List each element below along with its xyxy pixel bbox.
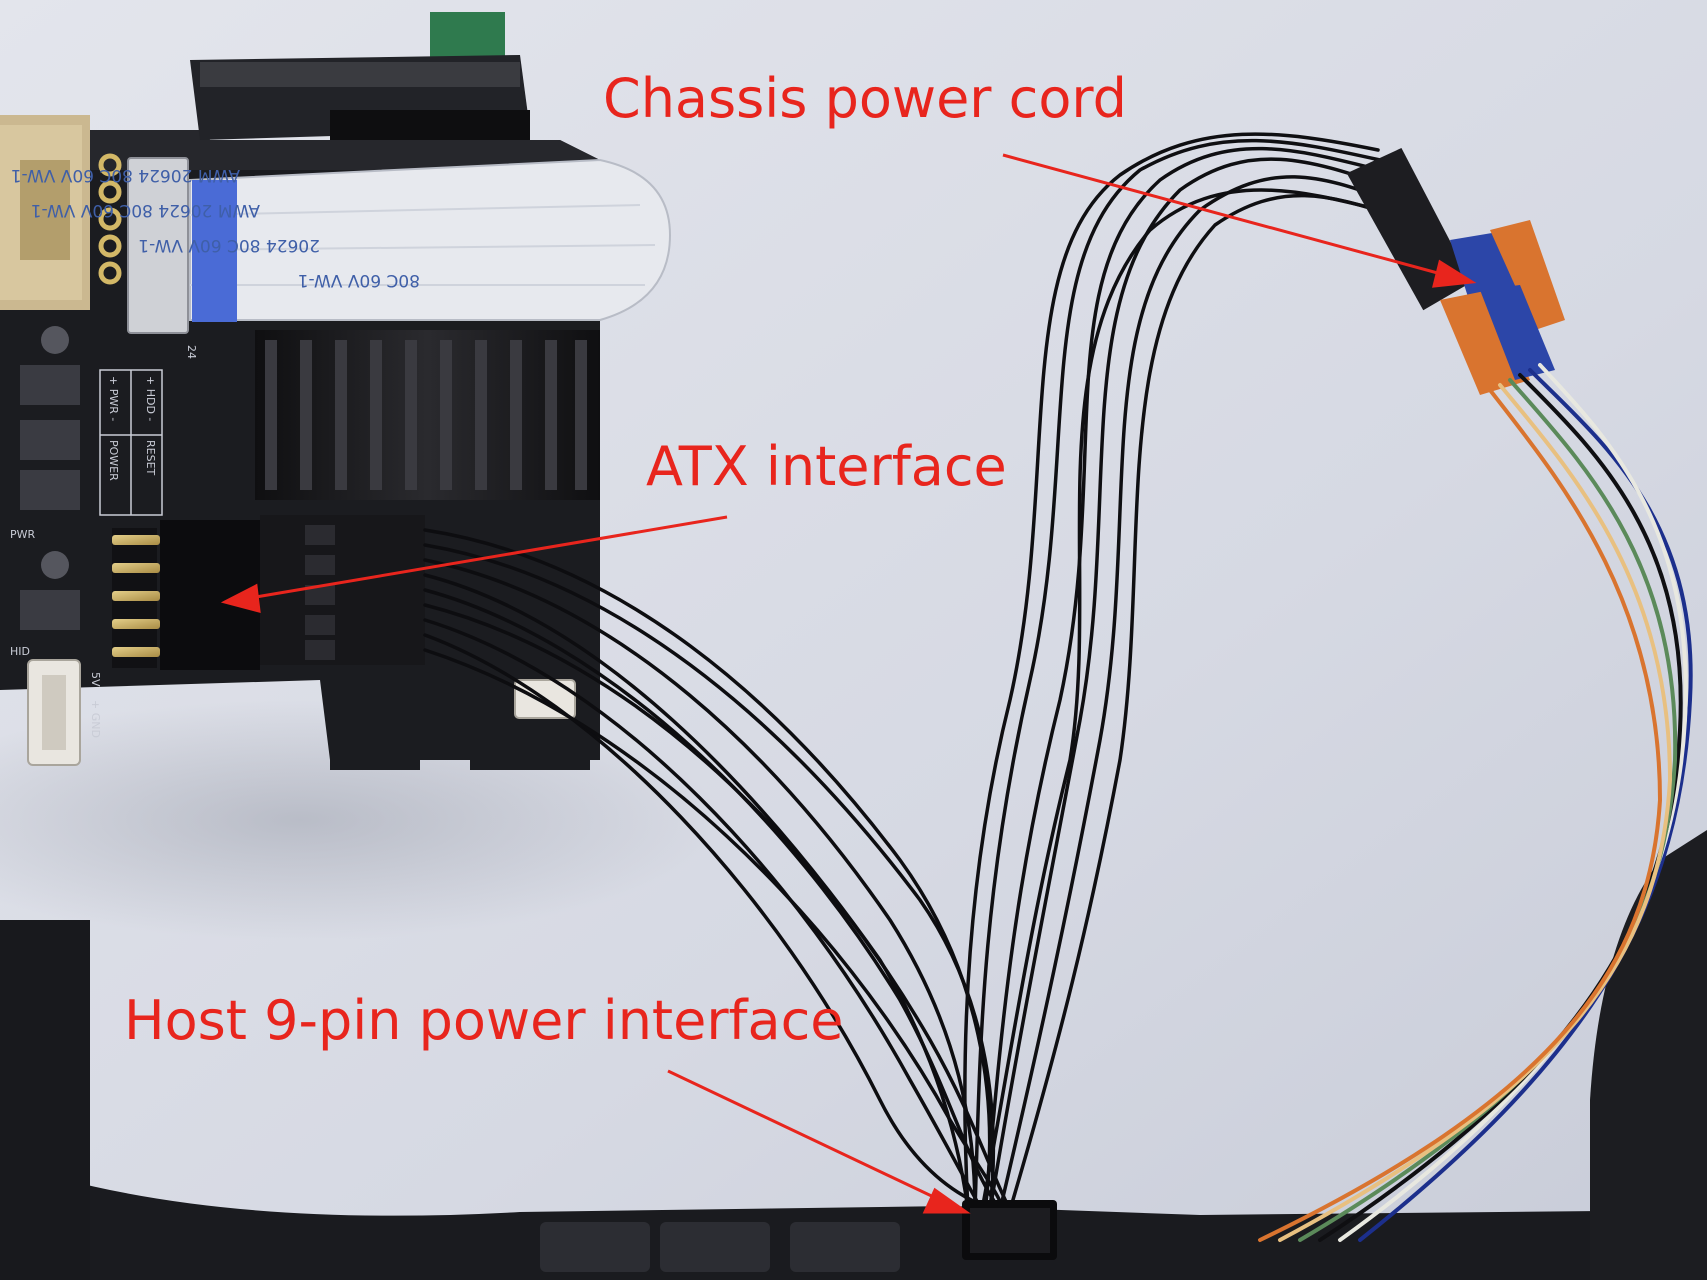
annotation-arrows — [220, 153, 1477, 1214]
silk-reset: RESET — [144, 440, 157, 476]
gold-pin-holes — [98, 153, 122, 285]
smd-components — [20, 326, 80, 630]
arrowhead-chassis — [1432, 259, 1477, 288]
annotation-chassis-power-cord: Chassis power cord — [603, 67, 1127, 130]
annotation-host-9pin-power-interface: Host 9-pin power interface — [124, 989, 844, 1052]
ribbon-text-2: AWM 20624 80C 60V VW-1 — [31, 200, 260, 220]
ribbon-text-4: 80C 60V VW-1 — [298, 270, 420, 290]
silk-hdd: + HDD - — [144, 376, 157, 421]
arrow-chassis — [1002, 153, 1446, 277]
atx-pin-header — [112, 528, 160, 668]
arrowhead-host — [922, 1187, 971, 1214]
silk-gnd: + GND — [89, 700, 102, 738]
arrowhead-atx — [220, 583, 261, 614]
black-wire-bundle — [423, 528, 1012, 1212]
heatsink — [255, 330, 600, 500]
atx-connector-housing — [160, 515, 425, 670]
silk-pwr: + PWR - — [107, 376, 120, 421]
top-module — [190, 12, 530, 140]
wire-loop — [963, 132, 1394, 1212]
ethernet-port — [0, 115, 90, 310]
colored-wires — [1258, 363, 1693, 1242]
silk-pin-count: 24 — [185, 345, 198, 359]
host-9pin-connector — [962, 1200, 1057, 1260]
silk-hid: HID — [10, 645, 30, 658]
ribbon-cable — [189, 158, 672, 322]
ribbon-text-3: 20624 80C 60V VW-1 — [138, 235, 320, 255]
arrow-host — [667, 1069, 941, 1202]
silk-pwr-header: PWR — [10, 528, 36, 541]
annotation-atx-interface: ATX interface — [646, 435, 1007, 498]
ribbon-text-1: AWM 20624 80C 60V VW-1 — [11, 165, 240, 185]
silk-voltage: 5V — [89, 672, 102, 687]
silk-power: POWER — [107, 440, 120, 481]
chassis-right-edge — [1590, 830, 1707, 1280]
ribbon-socket — [127, 157, 189, 334]
hid-connector — [27, 659, 81, 766]
front-panel-silkscreen — [99, 369, 163, 516]
host-motherboard-edge — [0, 920, 1707, 1280]
arrow-atx — [249, 515, 728, 600]
